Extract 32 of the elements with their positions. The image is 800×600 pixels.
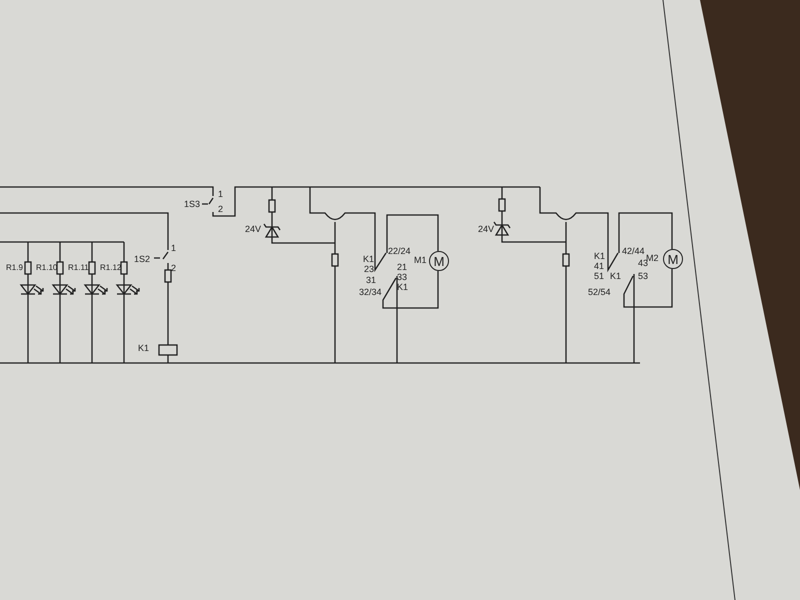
component-label: 43 [638, 258, 648, 268]
component-label: 23 [364, 264, 374, 274]
component-label: R1.11 [68, 263, 89, 273]
component-label: 24V [478, 224, 494, 234]
component-label: K1 [610, 271, 622, 281]
component-label: 32/34 [359, 287, 382, 297]
motor-symbol: M [429, 251, 449, 271]
component-label: 33 [397, 272, 408, 282]
component-label: 22/24 [388, 246, 411, 256]
component-label: 2 [171, 263, 176, 273]
component-label: 2 [218, 204, 224, 214]
component-label: 21 [397, 262, 408, 272]
component-label: 24V [245, 224, 262, 234]
component-label: R1.9 [6, 263, 23, 273]
motor-label: M1 [414, 255, 427, 265]
component-label: 51 [594, 271, 604, 281]
component-label: R1.12 [100, 263, 122, 273]
component-label: 52/54 [588, 287, 611, 297]
component-label: 31 [366, 275, 376, 285]
component-label: K1 [363, 254, 374, 264]
component-label: 1S3 [184, 199, 200, 209]
component-label: 1S2 [134, 254, 150, 264]
component-label: K1 [138, 343, 150, 353]
component-label: K1 [594, 251, 606, 261]
component-label: 53 [638, 271, 648, 281]
component-label: 1 [171, 243, 176, 253]
motor-label: M2 [646, 253, 659, 263]
component-label: 41 [594, 261, 604, 271]
component-label: 1 [218, 189, 224, 199]
component-label: K1 [397, 282, 408, 292]
component-label: 42/44 [622, 246, 645, 256]
motor-symbol: M [663, 249, 683, 269]
